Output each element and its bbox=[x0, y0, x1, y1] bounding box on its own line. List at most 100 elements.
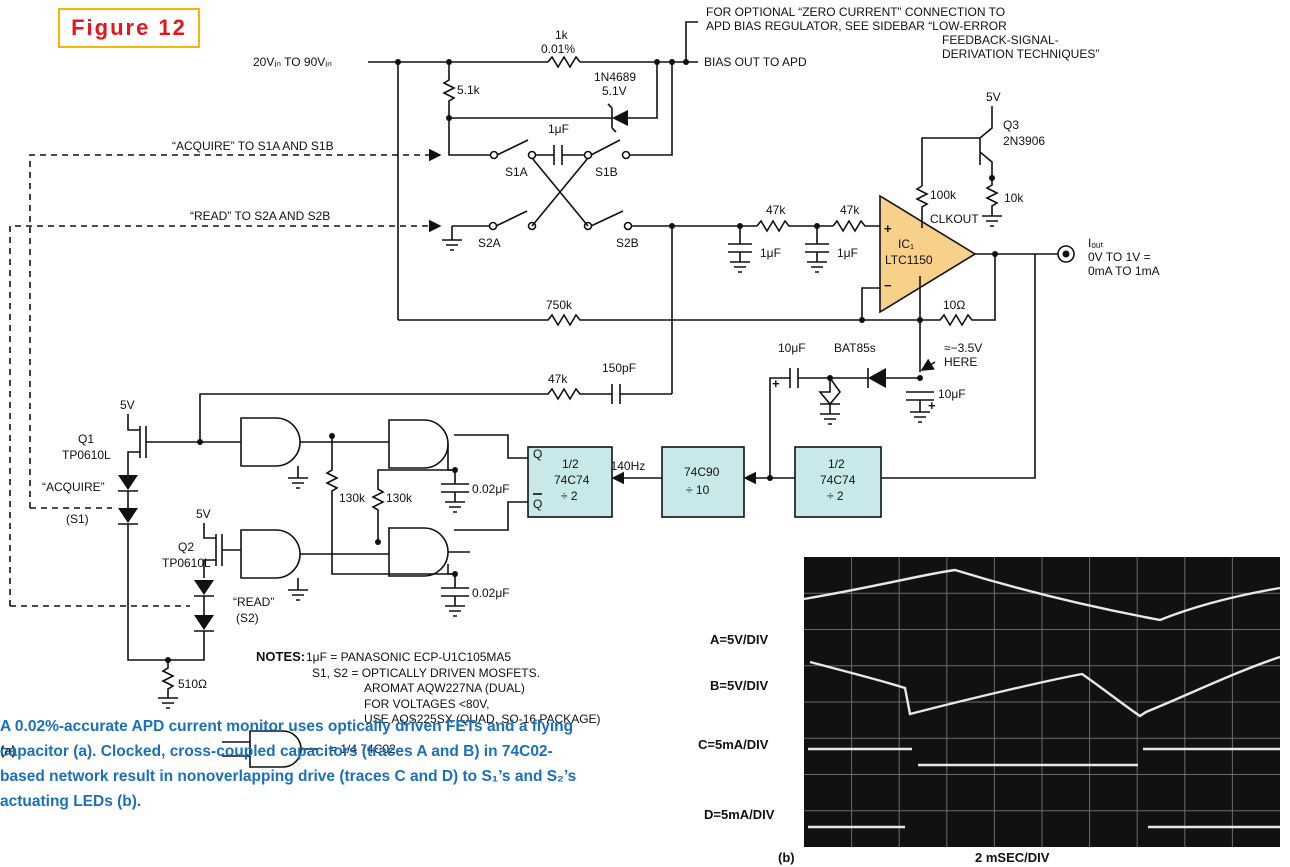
acquire-led-s-label: (S1) bbox=[66, 512, 89, 526]
div10-a: 74C90 bbox=[684, 465, 720, 479]
ff2-74c74 bbox=[794, 446, 882, 518]
trace-d bbox=[808, 763, 1280, 829]
trace-d-label: D=5mA/DIV bbox=[704, 807, 775, 822]
c-1u-top-label: 1μF bbox=[548, 122, 569, 136]
timebase-label: 2 mSEC/DIV bbox=[975, 850, 1050, 865]
notes-line4: FOR VOLTAGES <80V, bbox=[364, 697, 490, 711]
zener-label: 1N4689 bbox=[594, 70, 636, 84]
q1-label: Q1 bbox=[78, 432, 94, 446]
r-510-label: 510Ω bbox=[178, 677, 207, 691]
r-130k-a-label: 130k bbox=[339, 491, 366, 505]
zener-v-label: 5.1V bbox=[602, 84, 627, 98]
bias-out-label: BIAS OUT TO APD bbox=[704, 55, 807, 69]
notes-line1: 1μF = PANASONIC ECP-U1C105MA5 bbox=[306, 650, 511, 664]
notes-block: NOTES: 1μF = PANASONIC ECP-U1C105MA5 S1,… bbox=[222, 649, 601, 768]
zener-diode bbox=[612, 110, 628, 126]
ff1-c: ÷ 2 bbox=[561, 489, 578, 503]
acquire-led-label: “ACQUIRE” bbox=[42, 480, 105, 494]
notes-line2: S1, S2 = OPTICALLY DRIVEN MOSFETS. bbox=[312, 666, 540, 680]
ff2-c: ÷ 2 bbox=[827, 489, 844, 503]
op-amp-plus: + bbox=[884, 221, 892, 236]
v5-q3-label: 5V bbox=[986, 90, 1001, 104]
read-s2-label: “READ” TO S2A AND S2B bbox=[190, 209, 330, 223]
op-amp-minus: − bbox=[884, 278, 892, 293]
nor-gate-icon bbox=[222, 730, 318, 768]
c-10u-b-label: 10μF bbox=[938, 387, 966, 401]
charge-pump: ≈−3.5V HERE + 10μF BAT85s + 10μF bbox=[769, 320, 982, 478]
scope-panel: A=5V/DIV B=5V/DIV C=5mA/DIV D=5mA/DIV (b… bbox=[698, 557, 1281, 865]
ic1-part-label: LTC1150 bbox=[885, 253, 933, 267]
c-1u-b-label: 1μF bbox=[837, 246, 858, 260]
notes-line5: USE AQS225SX (QUAD, SO-16 PACKAGE) bbox=[364, 712, 601, 726]
iout-range-1: 0V TO 1V = bbox=[1088, 250, 1151, 264]
caption-line-3: based network result in nonoverlapping d… bbox=[0, 768, 577, 785]
r-47k-c-label: 47k bbox=[548, 372, 568, 386]
r-10k-label: 10k bbox=[1004, 191, 1024, 205]
input-bias-section: 20Vᵢₙ TO 90Vᵢₙ 1k 0.01% FOR OPTIONAL “ZE… bbox=[253, 5, 1099, 320]
r-47k-a-label: 47k bbox=[766, 203, 786, 217]
note-zero-4: DERIVATION TECHNIQUES” bbox=[942, 47, 1099, 61]
panel-b-label: (b) bbox=[778, 850, 795, 865]
led-drivers: 5V Q1 TP0610L “ACQUIRE” (S1) 5V Q2 TP061… bbox=[42, 398, 274, 709]
c-10u-a-label: 10μF bbox=[778, 341, 806, 355]
note-zero-1: FOR OPTIONAL “ZERO CURRENT” CONNECTION T… bbox=[706, 5, 1005, 19]
v5-q1-label: 5V bbox=[120, 398, 135, 412]
ff1-a: 1/2 bbox=[562, 457, 579, 471]
caption-line-2: capacitor (a). Clocked, cross-coupled ca… bbox=[0, 743, 553, 760]
ff1-b: 74C74 bbox=[554, 473, 590, 487]
s2b-label: S2B bbox=[616, 236, 639, 250]
clock-chain: 1/2 74C74 ÷ 2 74C90 ÷ 10 ≈140Hz Q Q 1/2 … bbox=[454, 254, 1036, 531]
trace-b-label: B=5V/DIV bbox=[710, 678, 768, 693]
ff2-b: 74C74 bbox=[820, 473, 856, 487]
caption-line-4: actuating LEDs (b). bbox=[0, 793, 142, 810]
ff-qbar-label: Q bbox=[533, 497, 542, 511]
div10-b: ÷ 10 bbox=[686, 483, 710, 497]
read-led-s-label: (S2) bbox=[236, 611, 259, 625]
r-1k-tol-label: 0.01% bbox=[541, 42, 575, 56]
r-1k-label: 1k bbox=[555, 28, 569, 42]
ic1-label: IC₁ bbox=[898, 237, 914, 251]
resistor-1k bbox=[547, 55, 581, 69]
iout-label: Iₒᵤₜ bbox=[1088, 236, 1104, 250]
acquire-s1-label: “ACQUIRE” TO S1A AND S1B bbox=[172, 139, 334, 153]
trace-a-label: A=5V/DIV bbox=[710, 632, 768, 647]
figure-label: Figure 12 bbox=[58, 8, 200, 48]
q2-part-label: TP0610L bbox=[162, 556, 211, 570]
c-1u-a-label: 1μF bbox=[760, 246, 781, 260]
clkout-label: CLKOUT bbox=[930, 212, 979, 226]
iout-terminal bbox=[1057, 245, 1075, 263]
notes-title: NOTES: bbox=[256, 649, 305, 664]
r-750k-label: 750k bbox=[546, 298, 573, 312]
r-10ohm-label: 10Ω bbox=[943, 298, 965, 312]
vin-label: 20Vᵢₙ TO 90Vᵢₙ bbox=[253, 55, 332, 69]
q3-part-label: 2N3906 bbox=[1003, 134, 1045, 148]
q2-label: Q2 bbox=[178, 540, 194, 554]
r-130k-b-label: 130k bbox=[386, 491, 413, 505]
flying-capacitor-switches: 1μF S1A S1B S2A S2B bbox=[442, 122, 757, 394]
here-label: HERE bbox=[944, 355, 977, 369]
caption-line-1: A 0.02%-accurate APD current monitor use… bbox=[0, 718, 574, 735]
r-47k-b-label: 47k bbox=[840, 203, 860, 217]
c-002-b-label: 0.02μF bbox=[472, 586, 510, 600]
notes-gate-eq: = 1/4 74C02 bbox=[330, 742, 396, 756]
q3-label: Q3 bbox=[1003, 118, 1019, 132]
ff-q-label: Q bbox=[533, 447, 542, 461]
read-led-label: “READ” bbox=[233, 595, 274, 609]
note-zero-3: FEEDBACK-SIGNAL- bbox=[942, 33, 1059, 47]
bat85s-label: BAT85s bbox=[834, 341, 876, 355]
c-002-a-label: 0.02μF bbox=[472, 482, 510, 496]
s1b-label: S1B bbox=[595, 165, 618, 179]
c-10u-a-plus: + bbox=[772, 376, 780, 391]
notes-line3: AROMAT AQW227NA (DUAL) bbox=[364, 681, 525, 695]
trace-b bbox=[809, 655, 1281, 718]
c-10u-b-plus: + bbox=[928, 398, 936, 413]
note-zero-2: APD BIAS REGULATOR, SEE SIDEBAR “LOW-ERR… bbox=[706, 19, 1007, 33]
r-5k1-label: 5.1k bbox=[457, 83, 481, 97]
v5-q2-label: 5V bbox=[196, 507, 211, 521]
s1a-label: S1A bbox=[505, 165, 528, 179]
amplifier-section: 1μF 47k 1μF 47k + − IC₁ LTC1150 Iₒᵤₜ 0V … bbox=[398, 90, 1160, 327]
c-150p-label: 150pF bbox=[602, 361, 636, 375]
div10-74c90 bbox=[661, 446, 745, 518]
q1-part-label: TP0610L bbox=[62, 448, 111, 462]
